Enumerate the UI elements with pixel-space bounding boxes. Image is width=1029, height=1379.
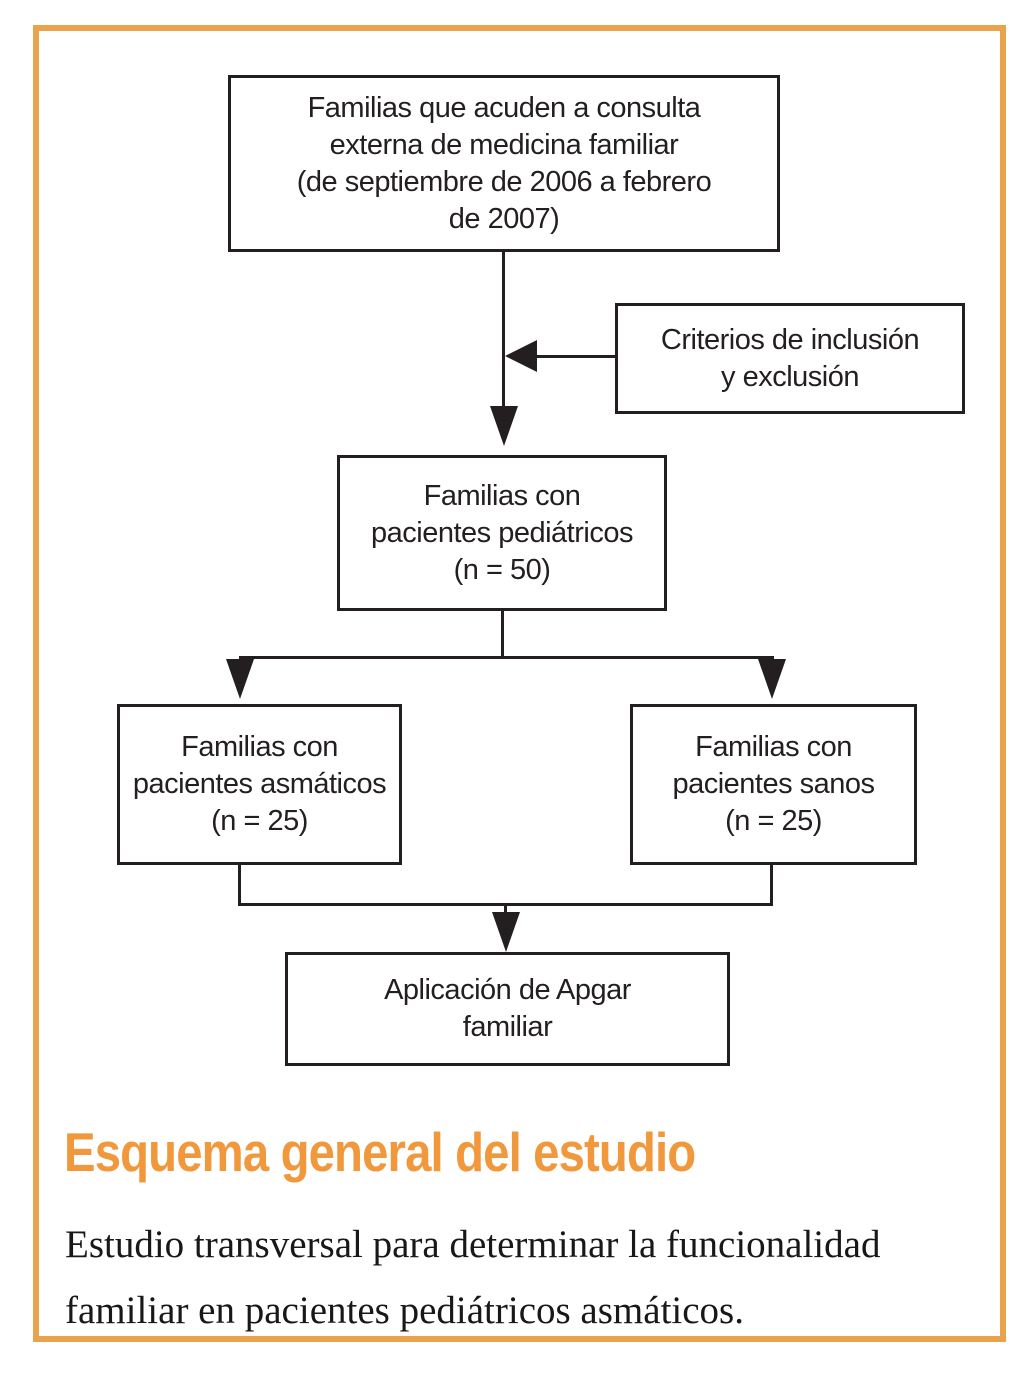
arrowhead-down-icon <box>492 912 520 952</box>
connector-asthmatic-stub <box>238 863 241 905</box>
node-text-line: pacientes asmáticos <box>132 768 387 800</box>
node-text-line: pacientes pediátricos <box>371 516 633 549</box>
connector-merge-stub <box>504 905 507 915</box>
node-pediatric-families: Familias con pacientes pediátricos (n = … <box>337 455 667 611</box>
node-text-line: Familias que acuden a consulta <box>307 91 701 124</box>
connector-source-to-pediatric <box>502 252 505 410</box>
node-text-line: Familias con <box>423 479 581 512</box>
node-text-line: familiar <box>462 1011 553 1043</box>
connector-pediatric-stub <box>501 611 504 658</box>
arrowhead-down-icon <box>490 406 518 446</box>
figure-caption: Estudio transversal para determinar la f… <box>65 1212 880 1344</box>
node-text-line: Familias con <box>695 731 852 763</box>
node-healthy-families: Familias con pacientes sanos (n = 25) <box>630 704 917 865</box>
arrowhead-left-icon <box>505 340 537 372</box>
node-source-population: Familias que acuden a consulta externa d… <box>228 75 780 252</box>
node-apgar-application: Aplicación de Apgar familiar <box>285 952 730 1066</box>
node-text-line: (n = 25) <box>725 805 822 837</box>
figure-border-frame <box>33 25 1006 1342</box>
connector-merge-line <box>238 903 773 906</box>
node-text-line: pacientes sanos <box>672 768 875 800</box>
node-text-line: (de septiembre de 2006 a febrero <box>296 165 712 198</box>
node-criteria: Criterios de inclusión y exclusión <box>615 303 965 414</box>
connector-healthy-stub <box>770 863 773 905</box>
node-text-line: (n = 25) <box>211 805 308 837</box>
caption-line-2: familiar en pacientes pediátricos asmáti… <box>65 1289 744 1332</box>
node-text-line: de 2007) <box>448 202 560 235</box>
connector-criteria-to-mainline <box>532 355 615 358</box>
arrowhead-down-icon <box>226 659 254 699</box>
connector-split-line <box>239 656 774 659</box>
arrowhead-down-icon <box>758 659 786 699</box>
node-text-line: externa de medicina familiar <box>329 128 679 161</box>
node-text-line: Criterios de inclusión <box>660 323 920 356</box>
node-asthmatic-families: Familias con pacientes asmáticos (n = 25… <box>117 704 402 865</box>
node-text-line: (n = 50) <box>453 553 551 586</box>
caption-line-1: Estudio transversal para determinar la f… <box>65 1223 881 1266</box>
node-text-line: Aplicación de Apgar <box>384 974 631 1006</box>
figure-heading: Esquema general del estudio <box>64 1121 696 1183</box>
node-text-line: Familias con <box>181 731 338 763</box>
node-text-line: y exclusión <box>721 360 859 393</box>
